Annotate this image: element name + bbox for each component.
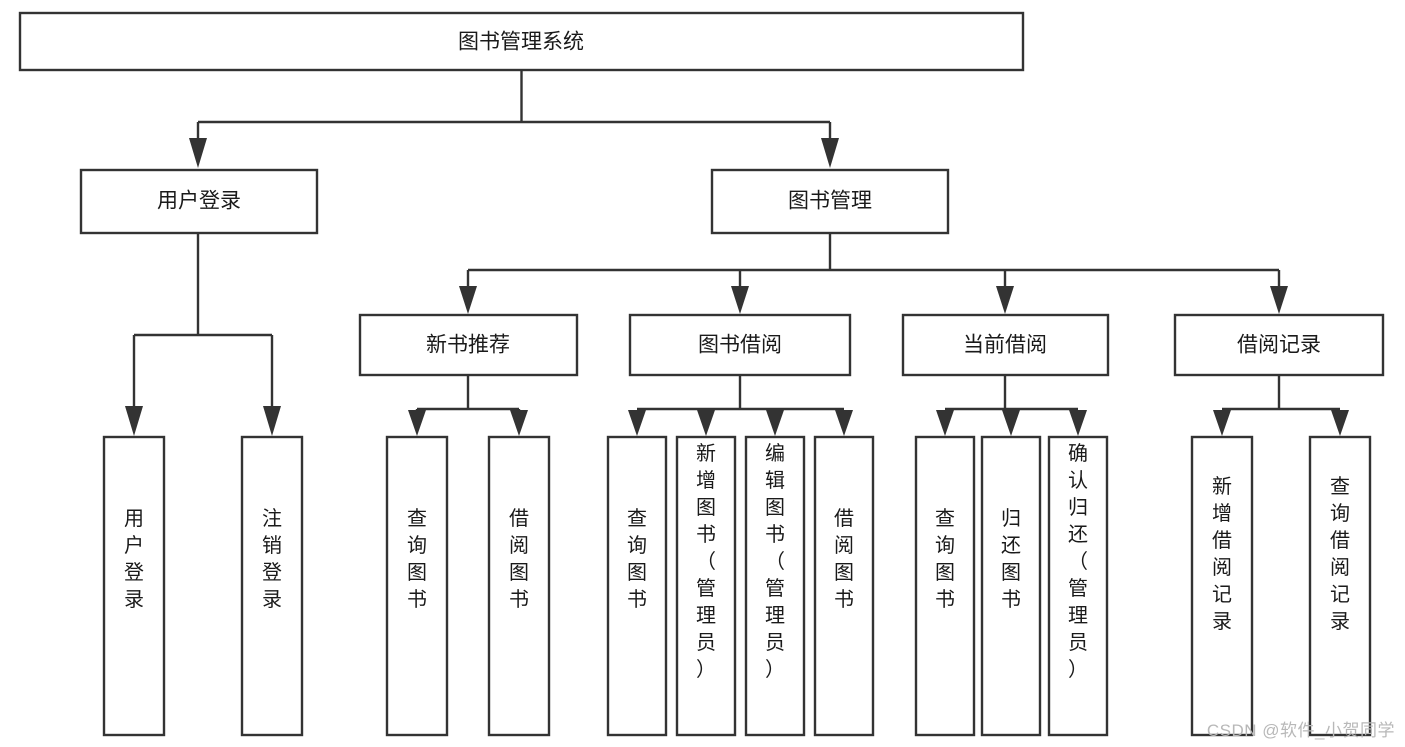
node-leaf-add-record[interactable]: 新增借阅记录 — [1190, 435, 1254, 737]
node-leaf-borrow-book-2-label: 借阅图书 — [834, 507, 854, 611]
node-leaf-query-book-1-box[interactable] — [385, 435, 449, 737]
arrow-to-book-borrow — [731, 286, 749, 314]
arrow-to-leaf-borrow-book-2 — [835, 410, 853, 436]
arrow-to-leaf-add-book — [697, 410, 715, 436]
arrow-to-leaf-query-book-3 — [936, 410, 954, 436]
node-leaf-borrow-book-2-box[interactable] — [813, 435, 875, 737]
node-book-borrow[interactable]: 图书借阅 — [628, 313, 852, 377]
node-leaf-logout-label: 注销登录 — [262, 507, 282, 611]
node-borrow-record-label: 借阅记录 — [1237, 334, 1321, 357]
node-root-box[interactable] — [18, 11, 1025, 72]
connector-current-borrow-to-leaves — [936, 375, 1087, 436]
node-book-borrow-label: 图书借阅 — [698, 334, 782, 357]
node-leaf-edit-book-box[interactable] — [744, 435, 806, 737]
node-leaf-edit-book-label: 编辑图书（管理员） — [765, 442, 785, 681]
node-new-book-recommend-label: 新书推荐 — [426, 334, 510, 357]
arrow-to-leaf-borrow-book-1 — [510, 410, 528, 436]
node-root-label: 图书管理系统 — [458, 31, 584, 54]
arrow-to-borrow-record — [1270, 286, 1288, 314]
node-leaf-borrow-book-2[interactable]: 借阅图书 — [813, 435, 875, 737]
node-borrow-record-box[interactable] — [1173, 313, 1385, 377]
arrow-to-leaf-query-record — [1331, 410, 1349, 436]
node-leaf-query-book-1[interactable]: 查询图书 — [385, 435, 449, 737]
node-current-borrow[interactable]: 当前借阅 — [901, 313, 1110, 377]
arrow-to-new-book-recommend — [459, 286, 477, 314]
node-leaf-confirm-return-label: 确认归还（管理员） — [1068, 442, 1088, 681]
node-leaf-borrow-book-1-box[interactable] — [487, 435, 551, 737]
node-user-login-box[interactable] — [79, 168, 319, 235]
arrow-to-user-login — [189, 138, 207, 168]
arrow-to-leaf-query-book-1 — [408, 410, 426, 436]
arrow-to-current-borrow — [996, 286, 1014, 314]
node-book-manage[interactable]: 图书管理 — [710, 168, 950, 235]
node-leaf-borrow-book-1[interactable]: 借阅图书 — [487, 435, 551, 737]
node-leaf-query-record[interactable]: 查询借阅记录 — [1308, 435, 1372, 737]
csdn-watermark: CSDN @软件_小贺同学 — [1206, 721, 1395, 740]
node-leaf-query-book-3[interactable]: 查询图书 — [914, 435, 976, 737]
node-borrow-record[interactable]: 借阅记录 — [1173, 313, 1385, 377]
node-leaf-query-book-2-label: 查询图书 — [627, 507, 647, 611]
node-leaf-query-book-3-label: 查询图书 — [935, 507, 955, 611]
node-leaf-confirm-return[interactable]: 确认归还（管理员） — [1047, 435, 1109, 737]
arrow-to-leaf-confirm-return — [1069, 410, 1087, 436]
arrow-to-leaf-add-record — [1213, 410, 1231, 436]
node-leaf-add-record-label: 新增借阅记录 — [1212, 475, 1232, 633]
arrow-to-leaf-logout — [263, 406, 281, 436]
node-leaf-user-login[interactable]: 用户登录 — [102, 435, 166, 737]
node-leaf-add-book-box[interactable] — [675, 435, 737, 737]
node-book-manage-label: 图书管理 — [788, 190, 872, 213]
node-current-borrow-box[interactable] — [901, 313, 1110, 377]
connector-new-book-to-leaves — [408, 375, 528, 436]
node-leaf-add-record-box[interactable] — [1190, 435, 1254, 737]
connector-book-manage-to-level2 — [459, 233, 1288, 314]
node-leaf-query-book-2-box[interactable] — [606, 435, 668, 737]
node-user-login[interactable]: 用户登录 — [79, 168, 319, 235]
node-leaf-user-login-label: 用户登录 — [124, 508, 144, 611]
node-root[interactable]: 图书管理系统 — [18, 11, 1025, 72]
node-user-login-label: 用户登录 — [157, 190, 241, 213]
node-leaf-return-book[interactable]: 归还图书 — [980, 435, 1042, 737]
node-leaf-logout-box[interactable] — [240, 435, 304, 737]
arrow-to-leaf-return-book — [1002, 410, 1020, 436]
connector-user-login-to-leaves — [125, 233, 281, 436]
node-leaf-user-login-box[interactable] — [102, 435, 166, 737]
arrow-to-leaf-edit-book — [766, 410, 784, 436]
arrow-to-book-manage — [821, 138, 839, 168]
node-leaf-logout[interactable]: 注销登录 — [240, 435, 304, 737]
node-leaf-query-book-2[interactable]: 查询图书 — [606, 435, 668, 737]
node-book-manage-box[interactable] — [710, 168, 950, 235]
connector-borrow-record-to-leaves — [1213, 375, 1349, 436]
node-leaf-query-book-3-box[interactable] — [914, 435, 976, 737]
node-leaf-return-book-box[interactable] — [980, 435, 1042, 737]
node-new-book-recommend-box[interactable] — [358, 313, 579, 377]
node-leaf-return-book-label: 归还图书 — [1001, 507, 1021, 611]
node-book-borrow-box[interactable] — [628, 313, 852, 377]
node-leaf-add-book-label: 新增图书（管理员） — [696, 442, 716, 681]
arrow-to-leaf-user-login — [125, 406, 143, 436]
node-leaf-query-record-label: 查询借阅记录 — [1330, 475, 1350, 633]
node-new-book-recommend[interactable]: 新书推荐 — [358, 313, 579, 377]
connector-root-to-level1 — [189, 70, 839, 168]
arrow-to-leaf-query-book-2 — [628, 410, 646, 436]
node-current-borrow-label: 当前借阅 — [963, 334, 1047, 357]
node-leaf-borrow-book-1-label: 借阅图书 — [509, 507, 529, 611]
node-leaf-add-book[interactable]: 新增图书（管理员） — [675, 435, 737, 737]
node-leaf-confirm-return-box[interactable] — [1047, 435, 1109, 737]
node-leaf-query-record-box[interactable] — [1308, 435, 1372, 737]
node-leaf-query-book-1-label: 查询图书 — [407, 507, 427, 611]
connector-book-borrow-to-leaves — [628, 375, 853, 436]
node-leaf-edit-book[interactable]: 编辑图书（管理员） — [744, 435, 806, 737]
